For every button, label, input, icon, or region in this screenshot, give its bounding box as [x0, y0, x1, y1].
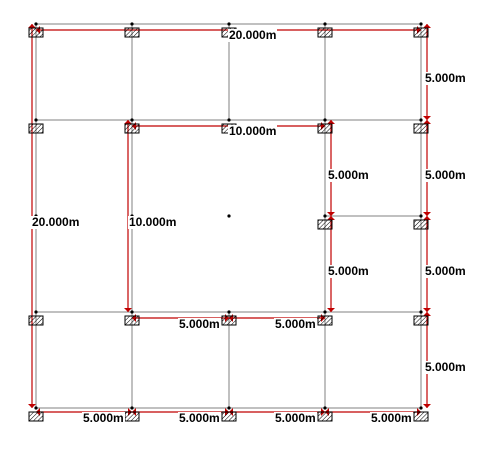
support-symbol: [317, 411, 333, 422]
dim-arrow: [423, 24, 431, 28]
dim-arrow: [327, 120, 335, 124]
dim-arrow: [327, 308, 335, 312]
support-symbol: [28, 27, 44, 38]
node-dot: [419, 118, 423, 122]
node-dot: [130, 406, 134, 410]
node-dot: [227, 214, 231, 218]
support-symbol: [28, 315, 44, 326]
support-symbol: [413, 219, 429, 230]
node-dot: [130, 118, 134, 122]
node-dot: [419, 22, 423, 26]
dim-arrow: [423, 120, 431, 124]
dim-label-mid-seg-2: 5.000m: [274, 317, 317, 331]
dim-label-left-height: 20.000m: [31, 215, 81, 229]
node-dot: [323, 22, 327, 26]
dim-label-right-seg-3: 5.000m: [424, 264, 467, 278]
node-dot: [34, 310, 38, 314]
dim-arrow: [423, 216, 431, 220]
node-dot: [130, 310, 134, 314]
support-symbol: [124, 411, 140, 422]
node-dot: [419, 406, 423, 410]
support-symbol: [317, 315, 333, 326]
dim-arrow: [423, 212, 431, 216]
dim-label-bottom-seg-3: 5.000m: [274, 411, 317, 425]
node-dot: [323, 310, 327, 314]
support-symbol: [124, 27, 140, 38]
node-dot: [323, 406, 327, 410]
dim-label-right-seg-2: 5.000m: [424, 168, 467, 182]
dim-label-inner-right-seg-1: 5.000m: [327, 168, 370, 182]
dim-label-right-seg-4: 5.000m: [424, 360, 467, 374]
node-dot: [227, 310, 231, 314]
dim-arrow: [327, 212, 335, 216]
dim-label-bottom-seg-2: 5.000m: [178, 411, 221, 425]
node-dot: [227, 118, 231, 122]
dim-label-mid-seg-1: 5.000m: [178, 317, 221, 331]
dim-label-inner-height: 10.000m: [128, 215, 178, 229]
dim-arrow: [327, 216, 335, 220]
support-symbol: [317, 219, 333, 230]
dim-arrow: [423, 116, 431, 120]
node-dot: [227, 22, 231, 26]
dim-arrow: [423, 404, 431, 408]
support-symbol: [413, 315, 429, 326]
node-dot: [130, 22, 134, 26]
dim-arrow: [28, 404, 36, 408]
dim-label-inner-width: 10.000m: [228, 124, 278, 138]
dim-arrow: [423, 312, 431, 316]
support-symbol: [28, 411, 44, 422]
node-dot: [419, 310, 423, 314]
support-symbol: [413, 123, 429, 134]
dim-label-bottom-seg-4: 5.000m: [370, 411, 413, 425]
dim-label-bottom-seg-1: 5.000m: [82, 411, 125, 425]
support-symbol: [413, 411, 429, 422]
support-symbol: [221, 411, 237, 422]
node-dot: [323, 118, 327, 122]
dim-arrow: [124, 308, 132, 312]
dim-arrow: [423, 308, 431, 312]
node-dot: [34, 406, 38, 410]
support-symbol: [28, 123, 44, 134]
support-symbol: [317, 123, 333, 134]
node-dot: [323, 214, 327, 218]
dim-arrow: [28, 24, 36, 28]
node-dot: [227, 406, 231, 410]
dim-label-right-seg-1: 5.000m: [424, 71, 467, 85]
support-symbol: [124, 315, 140, 326]
node-dot: [34, 22, 38, 26]
support-symbol: [317, 27, 333, 38]
node-dot: [419, 214, 423, 218]
dim-label-top-width: 20.000m: [228, 28, 278, 42]
support-symbol: [124, 123, 140, 134]
dim-label-inner-right-seg-2: 5.000m: [327, 264, 370, 278]
support-symbol: [221, 315, 237, 326]
support-symbol: [413, 27, 429, 38]
dim-arrow: [124, 120, 132, 124]
node-dot: [34, 118, 38, 122]
